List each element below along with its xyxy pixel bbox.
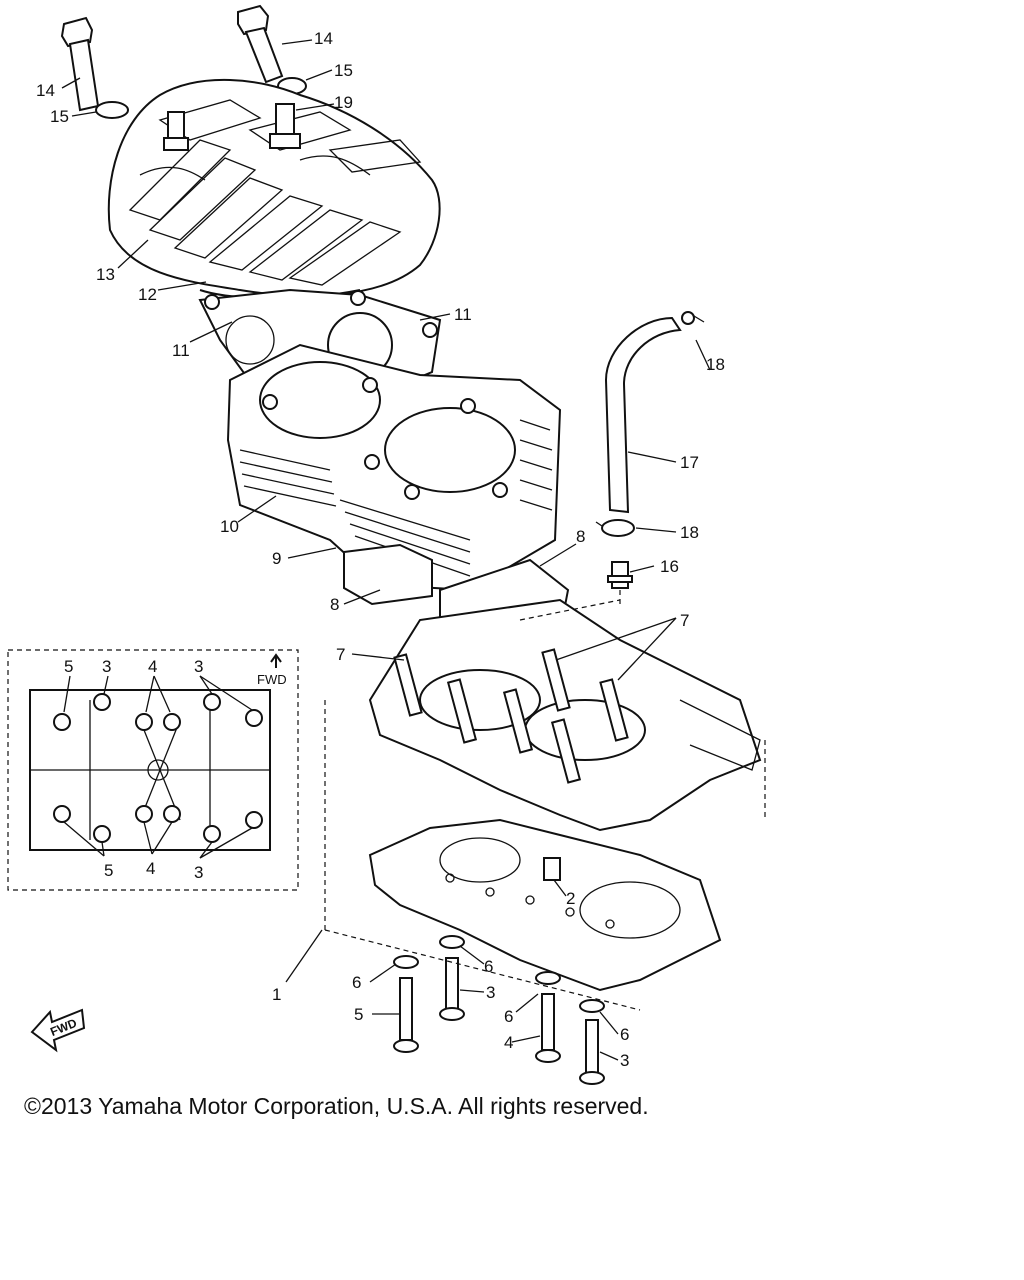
callout-12: 12 [138,285,157,304]
spark-plug-right [269,103,301,149]
callout-8-left: 8 [330,595,339,614]
inset-top-4: 4 [148,657,157,676]
washer-left [95,101,129,119]
callout-2: 2 [566,889,575,908]
callout-9: 9 [272,549,281,568]
breather-hose [604,316,682,514]
callout-1: 1 [272,985,281,1004]
bolt-4 [535,971,561,1063]
spark-plug-left [163,111,189,151]
leader-lines [61,39,711,1061]
callout-7-right: 7 [680,611,689,630]
callout-18-bottom: 18 [680,523,699,542]
callout-19: 19 [334,93,353,112]
bolt-5 [393,955,419,1053]
cylinder-block [226,343,562,592]
hose-clamp-bottom [595,519,635,537]
bolt-3-left [439,935,465,1021]
cylinder-head [107,78,441,300]
tightening-sequence-inset: 5 3 4 3 5 4 3 FWD [7,649,299,891]
callout-18-top: 18 [706,355,725,374]
callout-15-right: 15 [334,61,353,80]
inset-fwd-label: FWD [257,672,287,687]
callout-6-d: 6 [620,1025,629,1044]
inset-fwd-arrow-icon [270,653,282,668]
callout-14-right: 14 [314,29,333,48]
inset-top-3-left: 3 [102,657,111,676]
breather-fitting [607,561,633,605]
callout-6-b: 6 [484,957,493,976]
callout-3-right: 3 [620,1051,629,1070]
callout-14-left: 14 [36,81,55,100]
fwd-arrow-icon: FWD [30,1008,86,1053]
bolt-3-right [579,999,605,1085]
base-gasket-left [343,543,433,606]
inset-top-3-right: 3 [194,657,203,676]
callout-17: 17 [680,453,699,472]
inset-bottom-4: 4 [146,859,155,878]
callout-4: 4 [504,1033,513,1052]
callout-11-right: 11 [454,305,472,324]
callout-8-right: 8 [576,527,585,546]
upper-crankcase [368,598,762,832]
callout-6-a: 6 [352,973,361,992]
callout-7-left: 7 [336,645,345,664]
callout-16: 16 [660,557,679,576]
inset-top-5: 5 [64,657,73,676]
exploded-engine-diagram: 1 2 3 3 4 5 6 6 6 6 7 7 8 8 9 10 11 11 1… [7,4,766,1085]
callout-13: 13 [96,265,115,284]
hose-clamp-top [681,311,705,325]
lower-crankcase [368,818,722,992]
callout-11-left: 11 [172,341,190,360]
callout-5: 5 [354,1005,363,1024]
callout-15-left: 15 [50,107,69,126]
callout-10: 10 [220,517,239,536]
callout-3-left: 3 [486,983,495,1002]
inset-bottom-5: 5 [104,861,113,880]
callout-6-c: 6 [504,1007,513,1026]
head-bolt-right [237,4,284,84]
head-bolt-left [60,16,100,112]
copyright-notice: ©2013 Yamaha Motor Corporation, U.S.A. A… [24,1093,649,1119]
inset-bottom-3: 3 [194,863,203,882]
